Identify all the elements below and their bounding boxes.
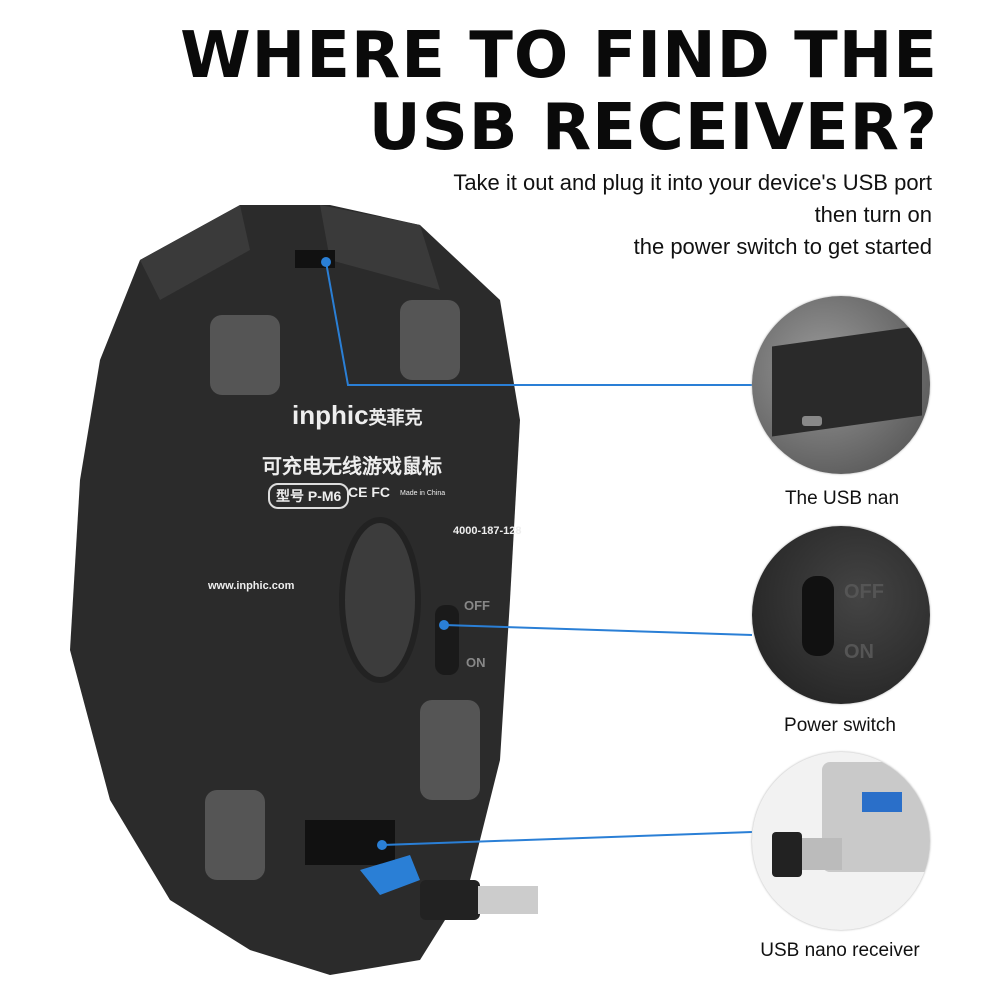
instruction-line: then turn on [814,202,932,227]
optical-sensor [339,517,421,683]
callout-caption: The USB nan [784,488,900,509]
heading-line-2: USB RECEIVER? [368,91,938,165]
callout-caption: Power switch [784,715,896,736]
instruction-line: Take it out and plug it into your device… [453,170,932,195]
phone-label: 4000-187-128 [453,525,522,537]
arrow-icon [360,855,420,895]
website-label: www.inphic.com [208,580,295,592]
mouse-foot [420,700,480,800]
product-name: 可充电无线游戏鼠标 [262,456,442,478]
callout-caption: USB nano receiver [760,940,920,961]
usb-port-closeup [752,296,930,474]
power-switch [435,605,459,675]
usb-receiver [420,880,480,920]
mouse-foot [210,315,280,395]
made-in-label: Made in China [400,490,446,497]
cert-marks: CE FC [348,484,390,500]
brand-logo: inphic英菲克 [292,400,423,430]
usb-receiver-closeup [752,752,930,930]
instruction-line: the power switch to get started [633,234,932,259]
switch-off-label: OFF [464,598,490,613]
mouse-foot [400,300,460,380]
mouse-foot [205,790,265,880]
power-switch-closeup: OFF ON [752,526,930,704]
heading-line-1: WHERE TO FIND THE [180,19,938,93]
switch-on-label: ON [466,655,486,670]
mouse-body [70,205,520,975]
model-label: 型号 P-M6 [268,483,350,509]
